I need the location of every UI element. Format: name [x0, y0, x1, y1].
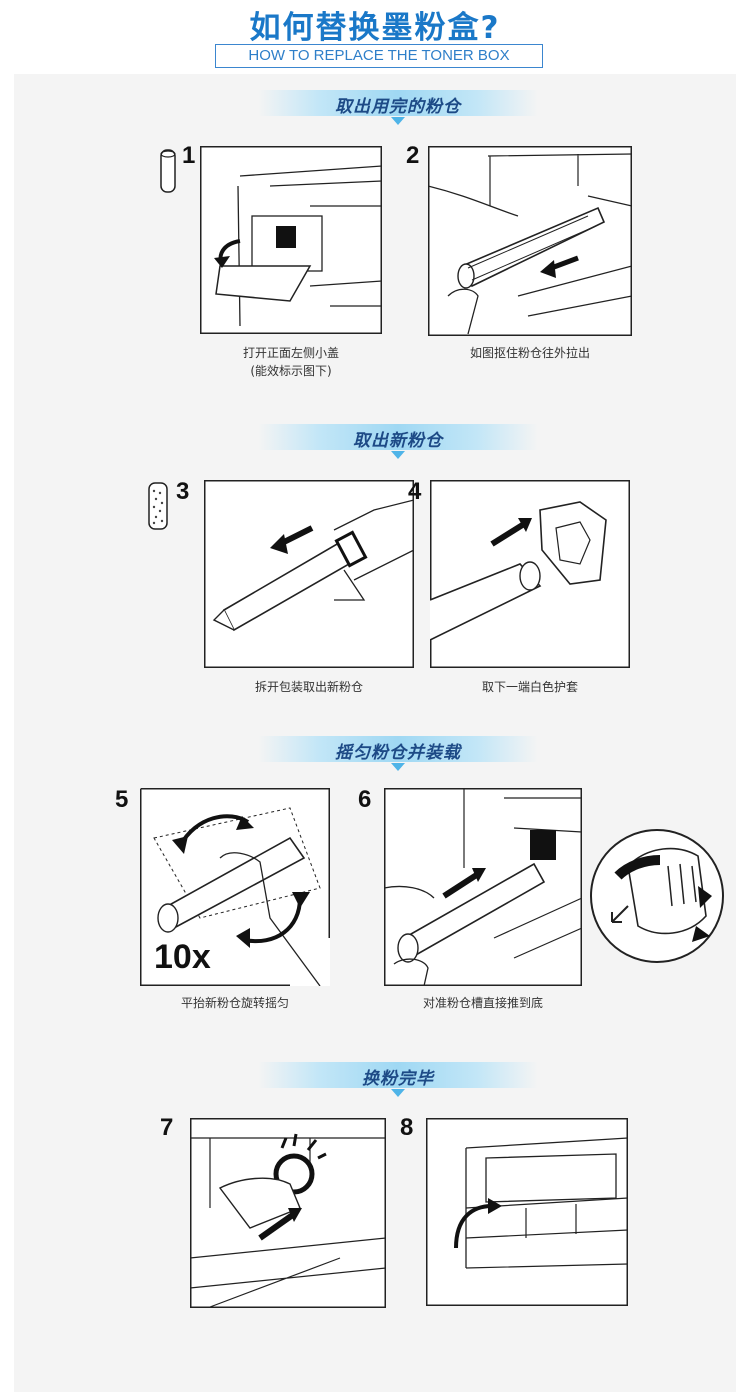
- step-2-caption: 如图抠住粉仓往外拉出: [469, 346, 590, 360]
- step-number: 5: [115, 786, 129, 813]
- step-8-illustration: [426, 1118, 628, 1306]
- step-5-caption: 平抬新粉仓旋转摇匀: [180, 996, 289, 1010]
- down-pointer-icon: [391, 117, 405, 125]
- section-label: 换粉完毕: [362, 1069, 434, 1089]
- section-label: 摇匀粉仓并装载: [335, 743, 461, 763]
- step-number: 2: [406, 142, 420, 169]
- step-5-illustration: 10x: [140, 788, 330, 986]
- page-title: 如何替换墨粉盒?: [249, 10, 501, 46]
- section-banner-take-new: 取出新粉仓: [258, 424, 538, 460]
- step-4-caption: 取下一端白色护套: [481, 680, 578, 694]
- step-6-caption: 对准粉仓槽直接推到底: [422, 996, 543, 1010]
- shake-count-badge: 10x: [154, 938, 211, 976]
- step-number: 7: [160, 1114, 174, 1141]
- step-number: 3: [176, 478, 190, 505]
- new-toner-icon: [148, 482, 168, 530]
- section-label: 取出用完的粉仓: [335, 97, 461, 117]
- page-subtitle: HOW TO REPLACE THE TONER BOX: [215, 44, 543, 68]
- step-number: 6: [358, 786, 372, 813]
- section-banner-complete: 换粉完毕: [258, 1062, 538, 1098]
- down-pointer-icon: [391, 1089, 405, 1097]
- step-1-caption: 打开正面左侧小盖 (能效标示图下): [242, 346, 339, 378]
- detail-zoom-callout: [590, 829, 724, 963]
- step-7-illustration: [190, 1118, 386, 1308]
- step-4-illustration: [430, 480, 630, 668]
- used-toner-icon: [160, 149, 176, 193]
- section-banner-shake-load: 摇匀粉仓并装载: [258, 736, 538, 772]
- section-banner-remove-old: 取出用完的粉仓: [258, 90, 538, 126]
- down-pointer-icon: [391, 763, 405, 771]
- step-3-caption: 拆开包装取出新粉仓: [254, 680, 363, 694]
- step-number: 1: [182, 142, 196, 169]
- step-1-illustration: [200, 146, 382, 334]
- step-number: 4: [408, 478, 422, 505]
- step-6-illustration: [384, 788, 582, 986]
- down-pointer-icon: [391, 451, 405, 459]
- step-2-illustration: [428, 146, 632, 336]
- step-3-illustration: [204, 480, 414, 668]
- section-label: 取出新粉仓: [353, 431, 443, 451]
- step-number: 8: [400, 1114, 414, 1141]
- page-header: 如何替换墨粉盒? HOW TO REPLACE THE TONER BOX: [0, 0, 750, 72]
